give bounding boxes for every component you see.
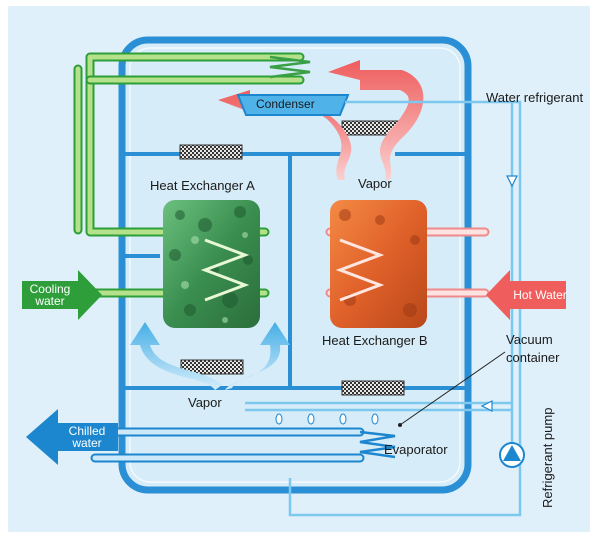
condenser-tray <box>236 94 350 116</box>
label-hot-water: Hot Water <box>513 288 567 302</box>
label-heat-exchanger-a: Heat Exchanger A <box>150 178 255 193</box>
label-condenser: Condenser <box>256 97 315 111</box>
pump-icon <box>499 442 525 468</box>
refrigerant-drips <box>275 413 379 425</box>
vacuum-leader-line <box>399 351 506 426</box>
coil-b <box>335 238 385 302</box>
coil-a <box>200 238 250 302</box>
mesh-top-left <box>179 144 243 160</box>
mesh-bottom-left <box>180 359 244 375</box>
cold-vapor-arrows <box>130 322 290 390</box>
label-chilled-water-line1: Chilled <box>68 424 106 438</box>
label-vacuum-line1: Vacuum <box>506 332 553 347</box>
label-refrigerant-pump: Refrigerant pump <box>540 407 555 508</box>
label-cooling-water-line1: Cooling <box>29 282 71 296</box>
label-vacuum-line2: container <box>506 350 560 365</box>
label-cooling-water: Cooling water <box>22 283 78 307</box>
mesh-bottom-right <box>341 380 405 396</box>
label-evaporator: Evaporator <box>384 442 448 457</box>
flow-direction-arrow <box>506 175 518 188</box>
label-heat-exchanger-b: Heat Exchanger B <box>322 333 428 348</box>
hot-water-arrow <box>486 270 566 320</box>
label-water-refrigerant: Water refrigerant <box>486 90 584 105</box>
condenser-coil <box>269 55 311 79</box>
label-vacuum-container: Vacuum container <box>506 331 559 367</box>
chilled-water-arrow <box>26 409 118 465</box>
evaporator-pipe <box>90 427 396 463</box>
label-vapor-top: Vapor <box>358 176 392 191</box>
cooling-water-arrow <box>22 270 102 320</box>
label-chilled-water-line2: water <box>72 436 102 450</box>
label-cooling-water-line2: water <box>35 294 65 308</box>
label-chilled-water: Chilled water <box>58 425 116 449</box>
flow-direction-arrow-2 <box>480 400 493 412</box>
label-vapor-bottom: Vapor <box>188 395 222 410</box>
